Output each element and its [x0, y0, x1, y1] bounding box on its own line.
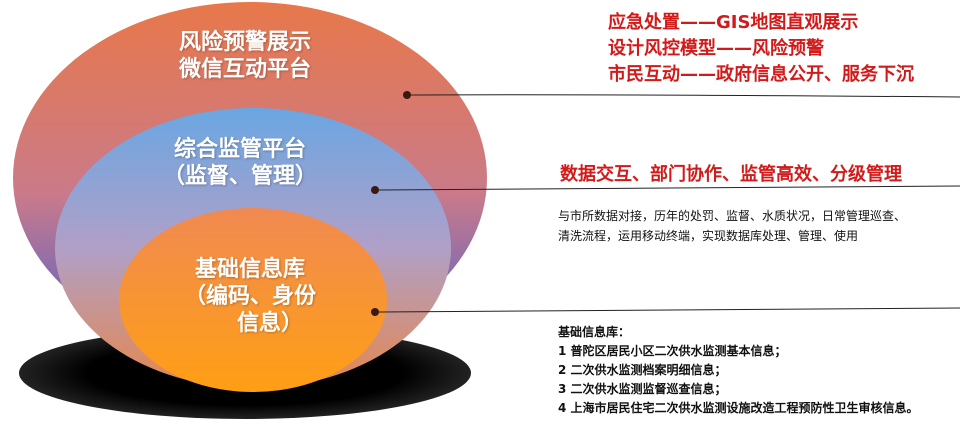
middle-annotation-line: 清洗流程，运用移动终端，实现数据库处理、管理、使用	[558, 229, 859, 243]
connector-inner	[371, 307, 960, 316]
outer-annotation-line: 应急处置——GIS地图直观展示	[608, 12, 859, 33]
connector-middle	[371, 185, 960, 194]
outer-layer-label: 风险预警展示 微信互动平台	[155, 30, 335, 84]
inner-annotation-list: 基础信息库： 1 普陀区居民小区二次供水监测基本信息； 2 二次供水监测档案明细…	[558, 323, 919, 418]
connector-outer-dot	[403, 91, 411, 99]
inner-layer-line: （编码、身份	[183, 283, 316, 309]
middle-layer-line: （监督、管理）	[162, 163, 317, 189]
inner-layer-line: 基础信息库	[194, 257, 305, 282]
inner-ellipse	[119, 208, 387, 392]
middle-annotation-title: 数据交互、部门协作、监管高效、分级管理	[560, 164, 902, 185]
middle-layer-label: 综合监管平台 （监督、管理）	[150, 137, 330, 191]
outer-annotation: 应急处置——GIS地图直观展示 设计风控模型——风险预警 市民互动——政府信息公…	[608, 10, 914, 88]
inner-annotation-heading: 基础信息库：	[558, 325, 631, 339]
middle-layer-line: 综合监管平台	[173, 137, 306, 162]
connector-middle-dot	[371, 186, 379, 194]
inner-annotation-item: 4 上海市居民住宅二次供水监测设施改造工程预防性卫生审核信息。	[558, 401, 919, 415]
middle-annotation-description: 与市所数据对接，历年的处罚、监督、水质状况，日常管理巡查、 清洗流程，运用移动终…	[558, 206, 906, 246]
connector-inner-dot	[371, 308, 379, 316]
middle-annotation-line: 与市所数据对接，历年的处罚、监督、水质状况，日常管理巡查、	[558, 209, 907, 223]
inner-annotation-item: 3 二次供水监测监督巡查信息；	[558, 382, 727, 396]
outer-layer-line: 风险预警展示	[178, 30, 311, 55]
inner-layer-label: 基础信息库 （编码、身份 信息）	[165, 257, 335, 337]
inner-annotation-item: 2 二次供水监测档案明细信息；	[558, 363, 727, 377]
outer-layer-line: 微信互动平台	[178, 56, 311, 82]
outer-annotation-line: 市民互动——政府信息公开、服务下沉	[608, 64, 914, 85]
connector-outer	[403, 91, 960, 99]
inner-layer-line: 信息）	[236, 310, 303, 336]
inner-annotation-item: 1 普陀区居民小区二次供水监测基本信息；	[558, 344, 787, 358]
outer-annotation-line: 设计风控模型——风险预警	[608, 38, 824, 59]
